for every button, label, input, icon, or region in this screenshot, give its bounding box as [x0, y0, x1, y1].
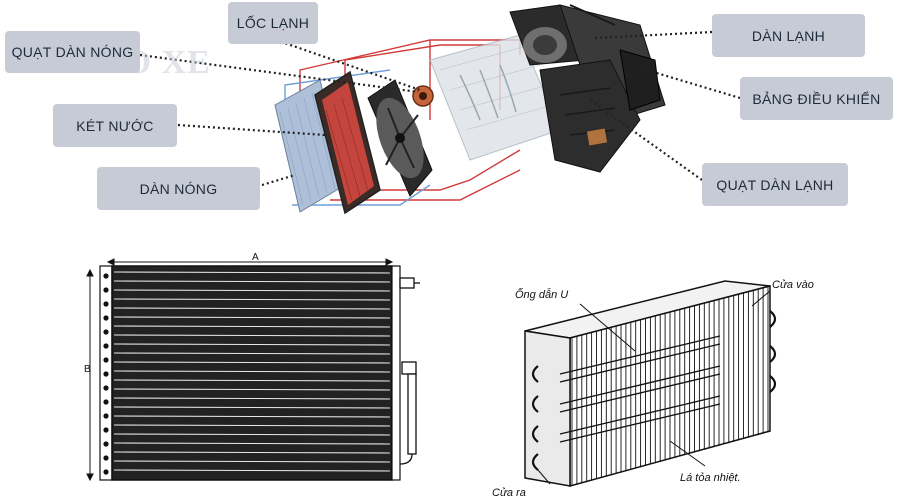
fin-line: [113, 433, 391, 436]
label-quat-dan-lanh: QUẠT DÀN LẠNH: [702, 163, 848, 206]
fin-line: [113, 406, 391, 409]
dimension-a: [106, 258, 394, 266]
mounting-hole: [103, 427, 109, 433]
evaporator-leaders: [537, 290, 771, 485]
fin-line: [113, 397, 391, 400]
mounting-hole: [103, 343, 109, 349]
tube-lines: [559, 335, 721, 443]
label-bang-dieu-khien: BẢNG ĐIỀU KHIỂN: [740, 77, 893, 120]
outlet-pipe: [399, 361, 417, 465]
inlet-fitting: [399, 277, 420, 289]
dimension-b-label: B: [84, 364, 91, 375]
fin-line: [113, 298, 391, 301]
fin-line: [113, 271, 391, 274]
fin-line: [113, 469, 391, 472]
mounting-hole: [103, 273, 109, 279]
fin-line: [113, 370, 391, 373]
fin-line: [113, 379, 391, 382]
label-loc-lanh: LỐC LẠNH: [228, 2, 318, 44]
label-dan-nong: DÀN NÓNG: [97, 167, 260, 210]
radiator-part: [314, 70, 381, 215]
condenser-fins: [113, 271, 391, 472]
blower-housing-part: [509, 4, 666, 173]
evaporator-fins: [571, 286, 769, 486]
mounting-hole: [103, 385, 109, 391]
mounting-hole: [103, 399, 109, 405]
mounting-hole: [103, 301, 109, 307]
fin-line: [113, 460, 391, 463]
fin-line: [113, 289, 391, 292]
fin-line: [113, 325, 391, 328]
label-cua-ra: Cửa ra: [492, 487, 526, 499]
condenser-fan-part: [367, 79, 433, 197]
mounting-hole: [103, 329, 109, 335]
fin-line: [113, 316, 391, 319]
mounting-hole: [103, 455, 109, 461]
mounting-hole: [103, 441, 109, 447]
fin-line: [113, 361, 391, 364]
fin-line: [113, 415, 391, 418]
fin-line: [113, 352, 391, 355]
fin-line: [113, 451, 391, 454]
u-tubes: [531, 310, 777, 471]
mounting-hole: [103, 287, 109, 293]
evaporator-technical-drawing: Ống dẫn U Cửa vào Lá tỏa nhiệt. Cửa ra: [492, 279, 814, 499]
exploded-ac-diagram: [139, 4, 741, 215]
label-dan-lanh: DÀN LẠNH: [712, 14, 865, 57]
mounting-hole: [103, 357, 109, 363]
fin-line: [113, 334, 391, 337]
fin-line: [113, 424, 391, 427]
label-la-toa-nhiet: Lá tỏa nhiệt.: [680, 472, 741, 484]
mounting-hole: [103, 371, 109, 377]
dimension-a-label: A: [252, 252, 259, 263]
mounting-holes: [103, 273, 109, 475]
leader-lines: [139, 30, 741, 187]
label-quat-dan-nong: QUẠT DÀN NÓNG: [5, 31, 140, 73]
fin-line: [113, 388, 391, 391]
label-ong-dan-u: Ống dẫn U: [515, 288, 568, 301]
dimension-b: [86, 268, 94, 482]
condenser-technical-drawing: A B: [84, 252, 420, 482]
fin-line: [113, 442, 391, 445]
fin-line: [113, 280, 391, 283]
label-ket-nuoc: KÉT NƯỚC: [53, 104, 177, 147]
mounting-hole: [103, 413, 109, 419]
mounting-hole: [103, 469, 109, 475]
label-cua-vao: Cửa vào: [772, 279, 814, 291]
mounting-hole: [103, 315, 109, 321]
fin-line: [113, 343, 391, 346]
fin-line: [113, 307, 391, 310]
compressor-part: [412, 85, 434, 107]
